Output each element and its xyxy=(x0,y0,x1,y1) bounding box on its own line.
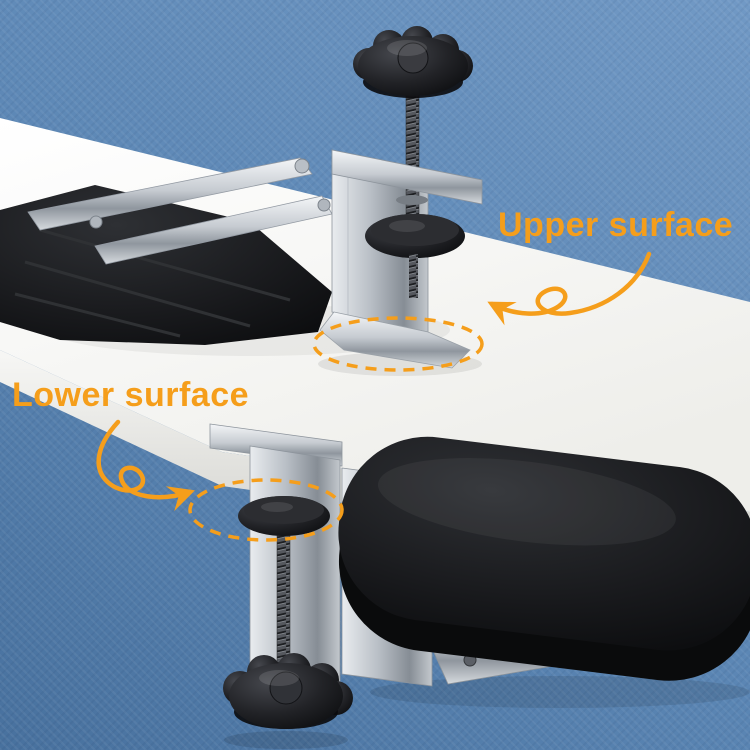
lower-surface-label: Lower surface xyxy=(12,376,250,414)
upper-clamp-foot xyxy=(319,311,471,369)
armrest-pad xyxy=(338,436,750,681)
arm-hinge-pin xyxy=(89,215,103,229)
lower-clamp-screw xyxy=(276,529,291,669)
lower-surface-arrow xyxy=(96,419,195,512)
upper-clamp-knob xyxy=(353,26,473,98)
annotation-graphics xyxy=(96,251,652,542)
upper-clamp-assembly xyxy=(0,26,483,369)
armrest-base-rib xyxy=(24,260,251,328)
screw-lower-stub xyxy=(409,254,418,298)
lower-knob-shadow xyxy=(224,731,348,749)
lower-clamp-pressure-pad xyxy=(238,496,330,536)
arm-hinge-pin xyxy=(294,158,310,174)
armrest-base-rib xyxy=(39,228,291,302)
upper-clamp-nut xyxy=(365,214,465,258)
upper-clamp-top-arm xyxy=(331,149,483,205)
folding-arm-upper xyxy=(27,157,313,231)
armrest-assembly xyxy=(338,436,750,708)
armrest-shadow xyxy=(370,676,750,708)
screw-washer xyxy=(396,195,428,205)
upper-surface-arrow xyxy=(487,251,652,326)
upper-surface-highlight-ellipse xyxy=(312,316,484,372)
armrest-base-rib xyxy=(14,292,181,338)
lower-clamp-assembly xyxy=(209,423,353,749)
arm-hinge-pin xyxy=(317,198,331,212)
upper-surface-label: Upper surface xyxy=(498,206,734,244)
lower-clamp-knob xyxy=(223,653,353,729)
